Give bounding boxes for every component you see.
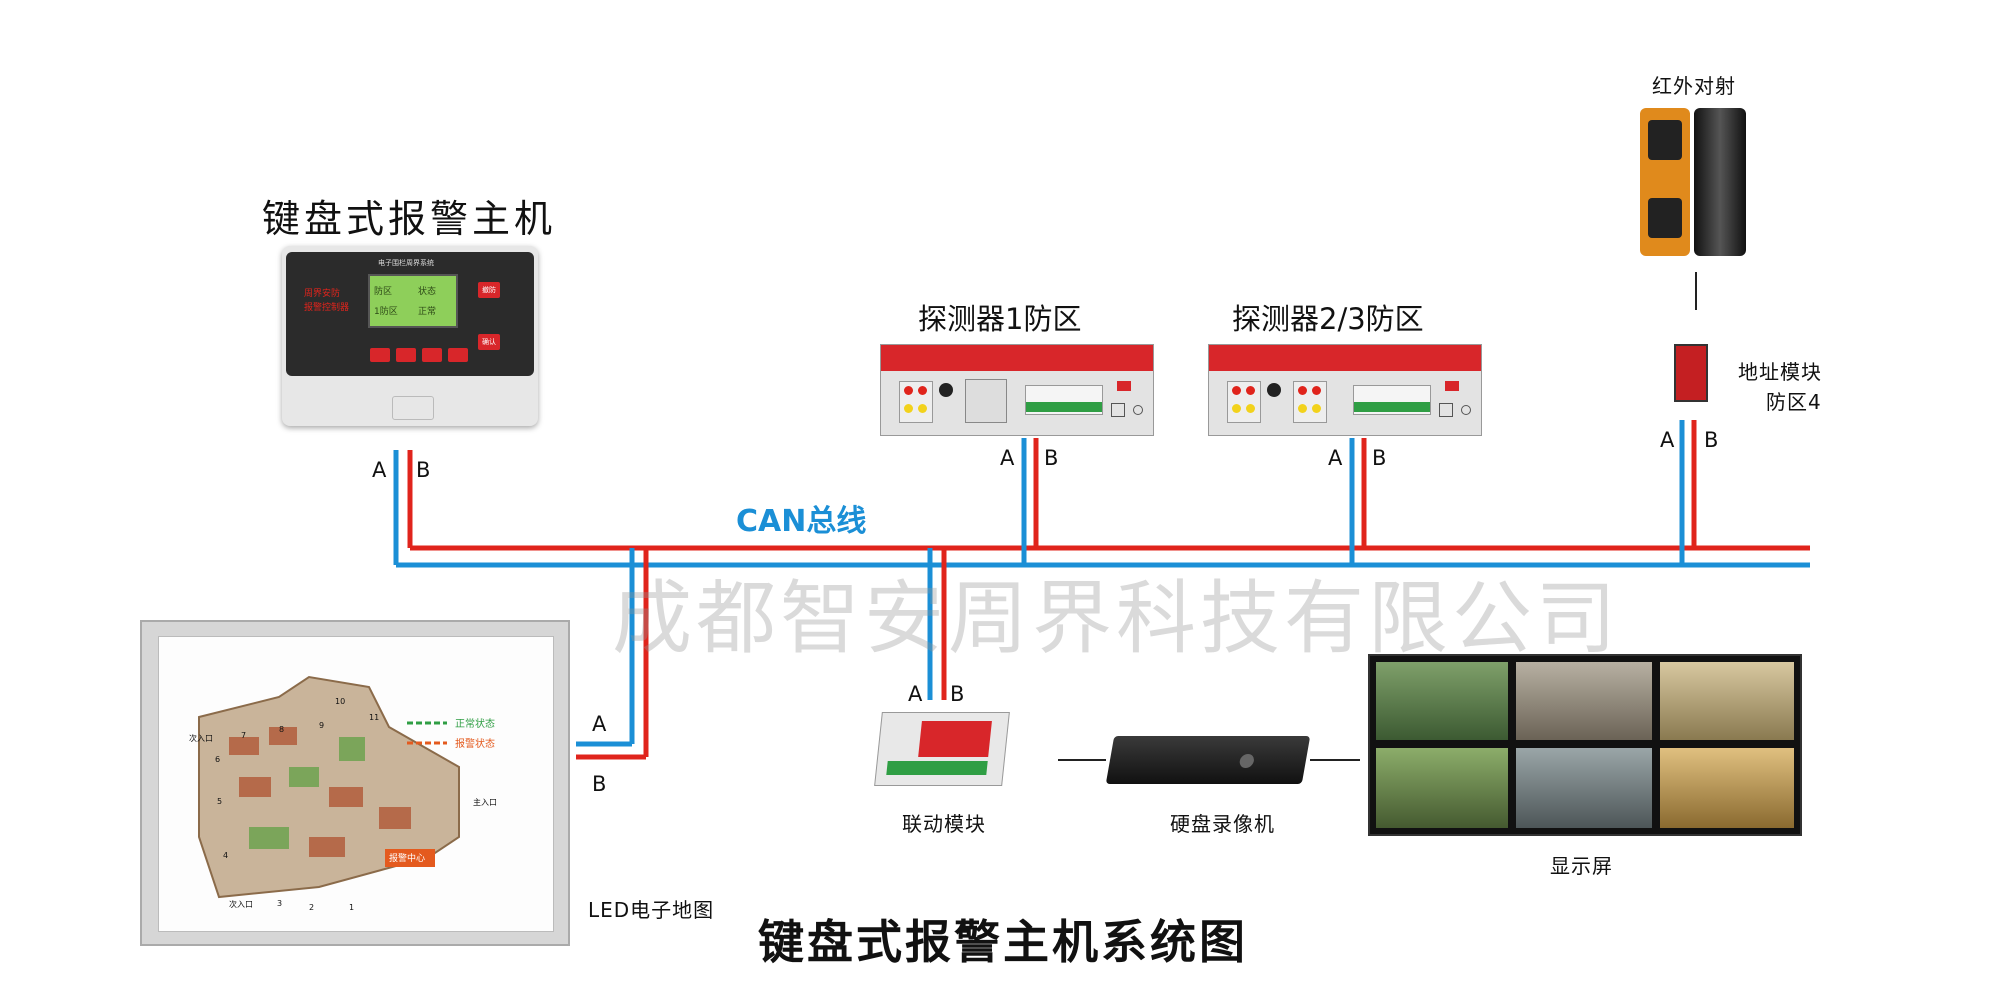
camera-tile: [1376, 748, 1508, 828]
disarm-button[interactable]: 撤防: [478, 282, 500, 298]
camera-tile: [1660, 748, 1794, 828]
main-entrance-label: 主入口: [473, 798, 497, 807]
map-caption: LED电子地图: [588, 898, 715, 922]
zone-number: 1: [349, 903, 355, 912]
zone-number: 5: [217, 797, 223, 806]
arrow-up-button[interactable]: [370, 348, 390, 362]
address-module-line2: 防区4: [1766, 390, 1822, 414]
detector1-device: [880, 344, 1154, 436]
site-plan: [198, 675, 460, 899]
ir-transmitter: [1640, 108, 1690, 256]
camera-tile: [1516, 748, 1652, 828]
alarm-host-device: 电子围栏周界系统 周界安防 报警控制器 防区 状态 1防区 正常 撤防 确认: [282, 246, 538, 426]
detector2-device: [1208, 344, 1482, 436]
zone-number: 8: [279, 725, 285, 734]
linkage-wire-b: B: [950, 682, 965, 706]
detector2-wire-b: B: [1372, 446, 1387, 470]
knob-icon: [1267, 383, 1281, 397]
status-lamp: [1445, 381, 1459, 391]
detector2-wire-a: A: [1328, 446, 1343, 470]
knob-icon: [939, 383, 953, 397]
detector-red-top: [881, 345, 1153, 371]
alarm-center-label: 报警中心: [389, 854, 426, 864]
legend-normal: 正常状态: [455, 719, 495, 730]
led-map-frame: 正常状态 报警状态 报警中心 主入口 次入口 次入口 1 2 3 4 5 6 7…: [140, 620, 570, 946]
can-bus-label: CAN总线: [736, 504, 867, 539]
terminal-block: [1353, 385, 1431, 415]
panel-line-1: 周界安防: [304, 289, 341, 299]
zone-number: 4: [223, 851, 229, 860]
lcd-cell: 正常: [418, 307, 437, 317]
controller-wire-b: B: [416, 458, 431, 482]
confirm-button[interactable]: 确认: [478, 334, 500, 350]
status-lamp: [1117, 381, 1131, 391]
video-wall: [1368, 654, 1802, 836]
controller-slot: [392, 396, 434, 420]
lcd-screen: 防区 状态 1防区 正常: [368, 274, 458, 328]
address-wire-b: B: [1704, 428, 1719, 452]
map-wire-b: B: [592, 772, 607, 796]
secondary-entrance-label: 次入口: [189, 734, 213, 743]
screw-icon: [1461, 405, 1471, 415]
arrow-left-button[interactable]: [422, 348, 442, 362]
detector1-wire-b: B: [1044, 446, 1059, 470]
arrow-down-button[interactable]: [396, 348, 416, 362]
nvr-device: [1105, 736, 1311, 784]
lcd-cell: 1防区: [374, 307, 398, 317]
detector-red-top: [1209, 345, 1481, 371]
detector2-title: 探测器2/3防区: [1232, 302, 1424, 336]
detector1-wire-a: A: [1000, 446, 1015, 470]
lcd-cell: 防区: [374, 287, 393, 297]
zone-number: 2: [309, 903, 315, 912]
screw-icon: [1133, 405, 1143, 415]
linkage-wire-a: A: [908, 682, 923, 706]
diagram-title: 键盘式报警主机系统图: [758, 915, 1248, 969]
arrow-right-button[interactable]: [448, 348, 468, 362]
map-wire-a: A: [592, 712, 607, 736]
zone-number: 7: [241, 731, 247, 740]
terminal-block: [1025, 385, 1103, 415]
switch-icon: [1439, 403, 1453, 417]
linkage-module-title: 联动模块: [902, 812, 986, 836]
zone-number: 11: [369, 713, 380, 722]
display-title: 显示屏: [1550, 854, 1613, 878]
switch-icon: [1111, 403, 1125, 417]
nvr-title: 硬盘录像机: [1170, 812, 1275, 836]
controller-wire-a: A: [372, 458, 387, 482]
zone-number: 10: [335, 697, 346, 706]
ir-beam-title: 红外对射: [1652, 74, 1736, 98]
panel-line-2: 报警控制器: [304, 303, 350, 313]
camera-tile: [1660, 662, 1794, 740]
zone-number: 6: [215, 755, 221, 764]
camera-tile: [1516, 662, 1652, 740]
camera-tile: [1376, 662, 1508, 740]
led-map-board: 正常状态 报警状态 报警中心 主入口 次入口 次入口 1 2 3 4 5 6 7…: [158, 636, 554, 932]
address-module-line1: 地址模块: [1738, 360, 1822, 384]
panel-header: 电子围栏周界系统: [378, 259, 434, 267]
zone-number: 3: [277, 899, 283, 908]
secondary-entrance-label-2: 次入口: [229, 900, 253, 909]
controller-panel: 电子围栏周界系统 周界安防 报警控制器 防区 状态 1防区 正常 撤防 确认: [286, 252, 534, 376]
zone-number: 9: [319, 721, 325, 730]
led-group: [899, 381, 933, 423]
address-module-device: [1674, 344, 1708, 402]
controller-title: 键盘式报警主机: [262, 197, 557, 241]
address-wire-a: A: [1660, 428, 1675, 452]
led-group: [1293, 381, 1327, 423]
linkage-module-device: [874, 712, 1010, 786]
watermark: 成都智安周界科技有限公司: [612, 572, 1620, 665]
lcd-cell: 状态: [418, 287, 437, 297]
detector-window: [965, 379, 1007, 423]
led-group: [1227, 381, 1261, 423]
legend-alarm: 报警状态: [455, 739, 495, 750]
ir-receiver: [1694, 108, 1746, 256]
detector1-title: 探测器1防区: [918, 302, 1082, 336]
